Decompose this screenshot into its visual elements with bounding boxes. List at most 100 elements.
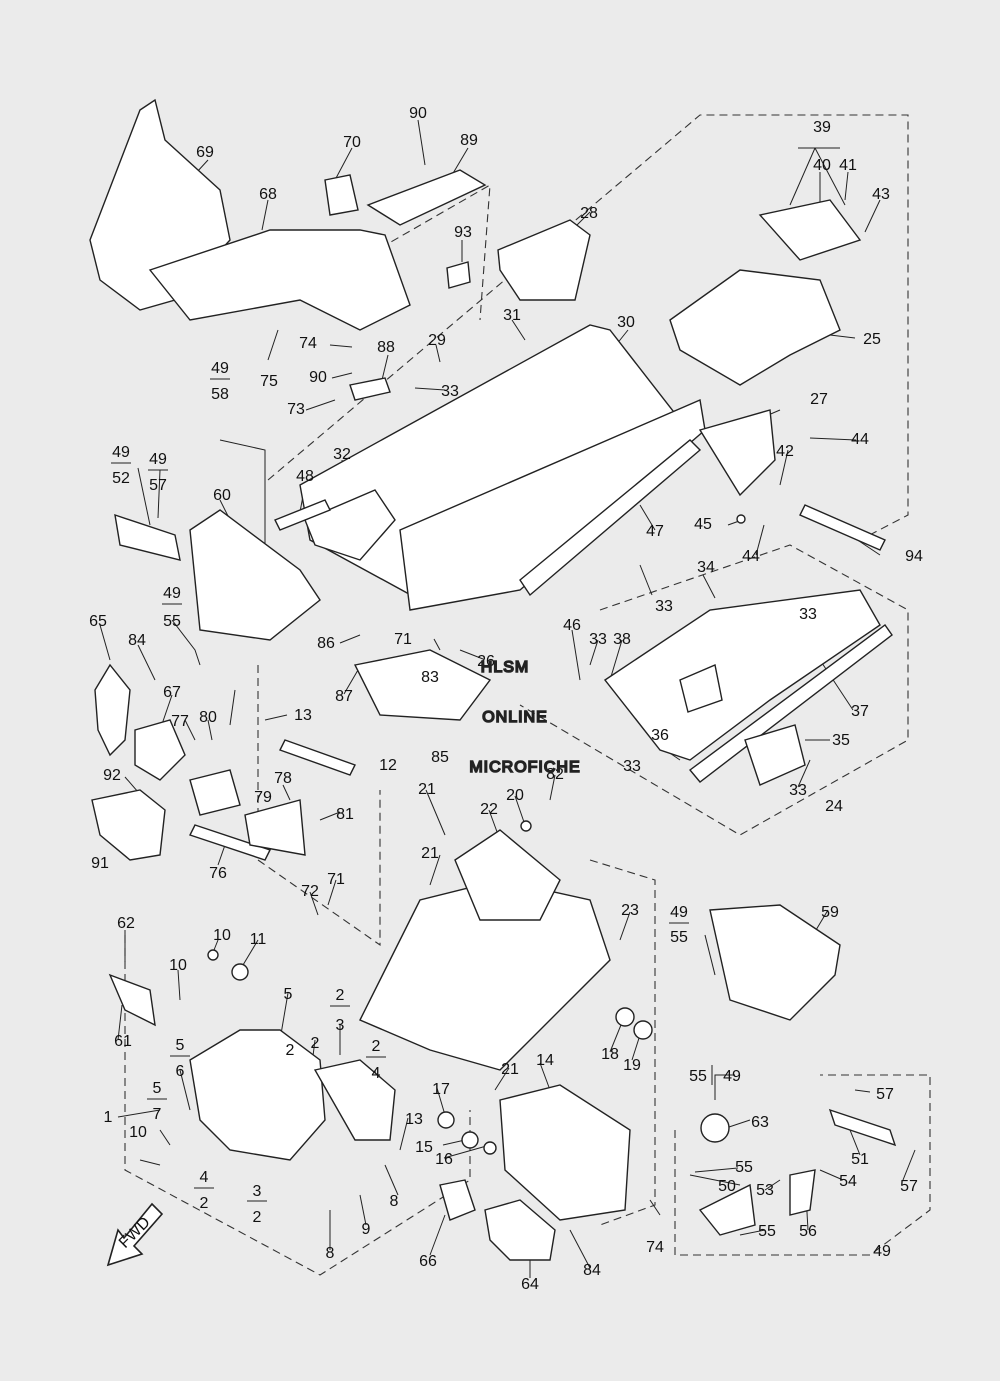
callout-1: 1 bbox=[104, 1109, 113, 1126]
callout-49: 49 bbox=[723, 1068, 741, 1085]
callout-17: 17 bbox=[432, 1081, 450, 1098]
callout-10: 10 bbox=[129, 1124, 147, 1141]
callout-94: 94 bbox=[905, 548, 923, 565]
cover-65 bbox=[94, 663, 131, 757]
callout-25: 25 bbox=[863, 331, 881, 348]
callout-67: 67 bbox=[163, 684, 181, 701]
callout-91: 91 bbox=[91, 855, 109, 872]
callout-11: 11 bbox=[250, 931, 267, 948]
callout-84: 84 bbox=[583, 1262, 601, 1279]
front-frame-1 bbox=[189, 1029, 326, 1161]
grommet-11 bbox=[231, 963, 249, 981]
upper-frame-68 bbox=[148, 229, 411, 331]
callout-33: 33 bbox=[799, 606, 817, 623]
callout-85: 85 bbox=[431, 749, 449, 766]
callout-30: 30 bbox=[617, 314, 635, 331]
callout-33: 33 bbox=[623, 758, 641, 775]
callout-56: 56 bbox=[799, 1223, 817, 1240]
callout-55: 55 bbox=[735, 1159, 753, 1176]
callout-86: 86 bbox=[317, 635, 335, 652]
heat-exchanger-rail-47 bbox=[519, 439, 702, 597]
callout-54: 54 bbox=[839, 1173, 857, 1190]
callout-5: 5 bbox=[176, 1037, 185, 1054]
callout-61: 61 bbox=[114, 1033, 132, 1050]
callout-26: 26 bbox=[477, 653, 495, 670]
callout-51: 51 bbox=[851, 1151, 869, 1168]
callout-3: 3 bbox=[336, 1017, 345, 1034]
plate-36 bbox=[679, 664, 723, 713]
callout-49: 49 bbox=[873, 1243, 891, 1260]
callout-55: 55 bbox=[689, 1068, 707, 1085]
label-strip-94 bbox=[799, 504, 886, 551]
callout-13: 13 bbox=[294, 707, 312, 724]
callout-84: 84 bbox=[128, 632, 146, 649]
callout-57: 57 bbox=[900, 1178, 918, 1195]
callout-46: 46 bbox=[563, 617, 581, 634]
front-upper-frame bbox=[89, 98, 411, 561]
callout-89: 89 bbox=[460, 132, 478, 149]
callout-72: 72 bbox=[301, 883, 319, 900]
callout-40: 40 bbox=[813, 157, 831, 174]
bracket-27 bbox=[698, 409, 776, 497]
part-66 bbox=[439, 1179, 476, 1221]
callout-2: 2 bbox=[253, 1209, 262, 1226]
callout-10: 10 bbox=[213, 927, 231, 944]
callout-73: 73 bbox=[287, 401, 305, 418]
callout-79: 79 bbox=[254, 789, 272, 806]
pivot-panel-22 bbox=[454, 829, 561, 921]
callout-7: 7 bbox=[153, 1106, 162, 1123]
callout-labels: 1 2 2 2 2 2 2 3 3 4 4 5 5 5 6 7 8 8 9 10… bbox=[89, 105, 923, 1293]
callout-24: 24 bbox=[825, 798, 843, 815]
callout-93: 93 bbox=[454, 224, 472, 241]
bracket-89 bbox=[366, 169, 487, 226]
callout-74: 74 bbox=[646, 1239, 664, 1256]
rear-cover-25 bbox=[669, 269, 841, 386]
callout-76: 76 bbox=[209, 865, 227, 882]
watermark-line-2: ONLINE bbox=[482, 709, 548, 726]
callout-16: 16 bbox=[435, 1151, 453, 1168]
callout-2: 2 bbox=[286, 1042, 295, 1059]
callout-57: 57 bbox=[149, 477, 167, 494]
plate-35 bbox=[744, 724, 806, 786]
callout-71: 71 bbox=[394, 631, 412, 648]
bracket-54 bbox=[789, 1169, 816, 1216]
callout-87: 87 bbox=[335, 688, 353, 705]
part-45 bbox=[736, 514, 746, 524]
callout-50: 50 bbox=[718, 1178, 736, 1195]
main-frame-chassis bbox=[359, 879, 611, 1071]
collar-16 bbox=[483, 1141, 497, 1155]
steering-shaft-12 bbox=[279, 739, 356, 776]
callout-2: 2 bbox=[200, 1195, 209, 1212]
callout-53: 53 bbox=[756, 1182, 774, 1199]
callout-49: 49 bbox=[149, 451, 167, 468]
callout-55: 55 bbox=[163, 613, 181, 630]
mount-51 bbox=[828, 1108, 897, 1147]
rear-bumper-bracket-39 bbox=[758, 199, 862, 261]
left-side-parts bbox=[91, 509, 356, 1027]
nut-20 bbox=[520, 820, 532, 832]
callout-57: 57 bbox=[876, 1086, 894, 1103]
callout-59: 59 bbox=[821, 904, 839, 921]
callout-5: 5 bbox=[153, 1080, 162, 1097]
callout-4: 4 bbox=[200, 1169, 209, 1186]
callout-28: 28 bbox=[580, 205, 598, 222]
callout-3: 3 bbox=[253, 1183, 262, 1200]
bracket-67 bbox=[134, 719, 186, 781]
callout-33: 33 bbox=[441, 383, 459, 400]
rear-bracket-28 bbox=[497, 219, 591, 301]
callout-69: 69 bbox=[196, 144, 214, 161]
callout-4: 4 bbox=[372, 1065, 381, 1082]
rear-tunnel-assembly bbox=[299, 169, 886, 611]
cover-91 bbox=[91, 789, 166, 861]
watermark-line-1: HLSM bbox=[481, 659, 529, 676]
bracket-78 bbox=[244, 799, 306, 856]
callout-9: 9 bbox=[362, 1221, 371, 1238]
callout-92: 92 bbox=[103, 767, 121, 784]
callout-70: 70 bbox=[343, 134, 361, 151]
callout-75: 75 bbox=[260, 373, 278, 390]
front-frame-assembly bbox=[189, 649, 897, 1261]
callout-8: 8 bbox=[326, 1245, 335, 1262]
callout-52: 52 bbox=[112, 470, 130, 487]
callout-63: 63 bbox=[751, 1114, 769, 1131]
callout-60: 60 bbox=[213, 487, 231, 504]
